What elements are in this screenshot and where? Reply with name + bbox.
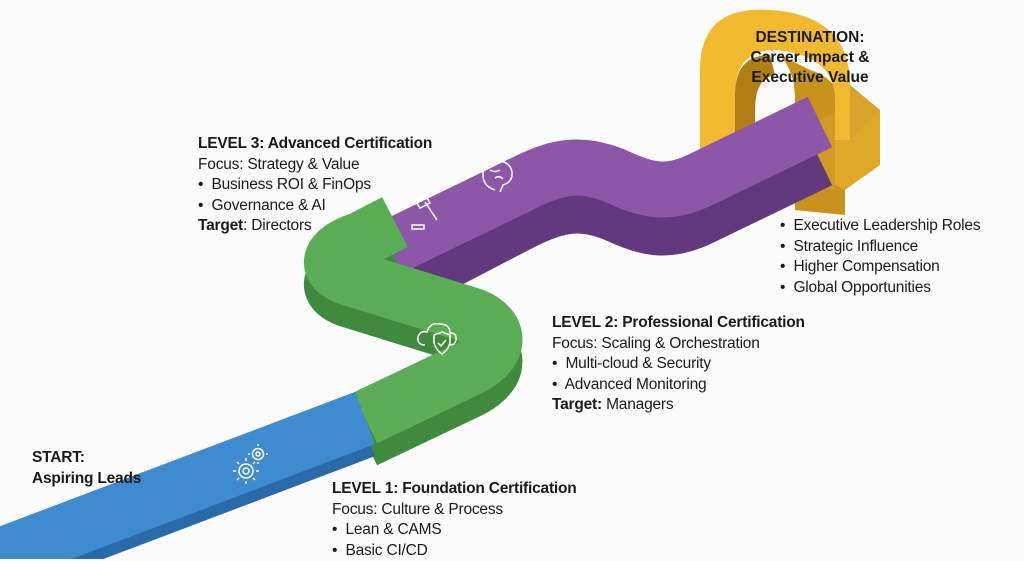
level-3-focus: Focus: Strategy & Value (198, 155, 432, 176)
level-1-bullet: • Basic CI/CD (332, 541, 577, 561)
start-label: START: Aspiring Leads (32, 448, 141, 489)
level-1-bullet: • Lean & CAMS (332, 520, 577, 541)
destination-line-2: Executive Value (730, 68, 890, 88)
level-2-focus: Focus: Scaling & Orchestration (552, 334, 805, 355)
level-3-title: LEVEL 3: Advanced Certification (198, 134, 432, 155)
benefit-item: • Executive Leadership Roles (780, 216, 980, 237)
destination-title: DESTINATION: (730, 28, 890, 48)
level-1-focus: Focus: Culture & Process (332, 500, 577, 521)
benefit-item: • Global Opportunities (780, 278, 980, 299)
level-2-bullet: • Advanced Monitoring (552, 375, 805, 396)
level-2-bullet: • Multi-cloud & Security (552, 354, 805, 375)
level-1-title: LEVEL 1: Foundation Certification (332, 479, 577, 500)
level-3-bullet: • Business ROI & FinOps (198, 175, 432, 196)
destination-benefits: • Executive Leadership Roles • Strategic… (780, 216, 980, 298)
start-title: START: (32, 448, 141, 469)
level-2-target: Target: Managers (552, 395, 805, 416)
level-3-bullet: • Governance & AI (198, 196, 432, 217)
level-3-block: LEVEL 3: Advanced Certification Focus: S… (198, 134, 432, 237)
level-2-title: LEVEL 2: Professional Certification (552, 313, 805, 334)
level-1-block: LEVEL 1: Foundation Certification Focus:… (332, 479, 577, 561)
destination-label: DESTINATION: Career Impact & Executive V… (730, 28, 890, 88)
benefit-item: • Higher Compensation (780, 257, 980, 278)
start-subtitle: Aspiring Leads (32, 469, 141, 490)
level-2-block: LEVEL 2: Professional Certification Focu… (552, 313, 805, 416)
level-3-target: Target: Directors (198, 216, 432, 237)
benefit-item: • Strategic Influence (780, 237, 980, 258)
destination-line-1: Career Impact & (730, 48, 890, 68)
